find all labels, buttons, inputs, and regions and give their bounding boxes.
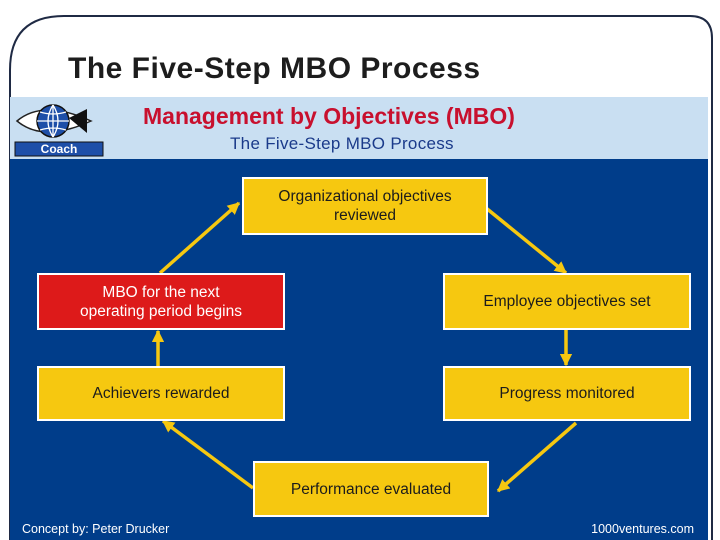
arrow-step3-to-step4: [496, 421, 578, 493]
step-progress-monitored: Progress monitored: [443, 366, 691, 421]
arrow-step4-to-step5: [161, 419, 255, 490]
coach-logo-icon: Coach: [14, 104, 104, 157]
figure-subtitle: The Five-Step MBO Process: [230, 134, 454, 153]
figure-banner: Coach Management by Objectives (MBO) The…: [10, 97, 708, 159]
mbo-figure: Coach Management by Objectives (MBO) The…: [10, 97, 708, 540]
step-employee-objectives: Employee objectives set: [443, 273, 691, 330]
figure-title: Management by Objectives (MBO): [143, 103, 515, 129]
step-organizational-objectives: Organizational objectives reviewed: [242, 177, 488, 235]
step-achievers-rewarded: Achievers rewarded: [37, 366, 285, 421]
step-next-period-highlight: MBO for the next operating period begins: [37, 273, 285, 330]
arrow-step6-to-step1: [158, 201, 241, 275]
step-performance-evaluated: Performance evaluated: [253, 461, 489, 517]
slide-title: The Five-Step MBO Process: [68, 52, 481, 85]
cycle-arrows: [151, 201, 578, 493]
logo-text: Coach: [41, 142, 78, 156]
arrow-step1-to-step2: [484, 206, 568, 275]
footer-source: 1000ventures.com: [591, 522, 694, 536]
footer-credit: Concept by: Peter Drucker: [22, 522, 170, 536]
